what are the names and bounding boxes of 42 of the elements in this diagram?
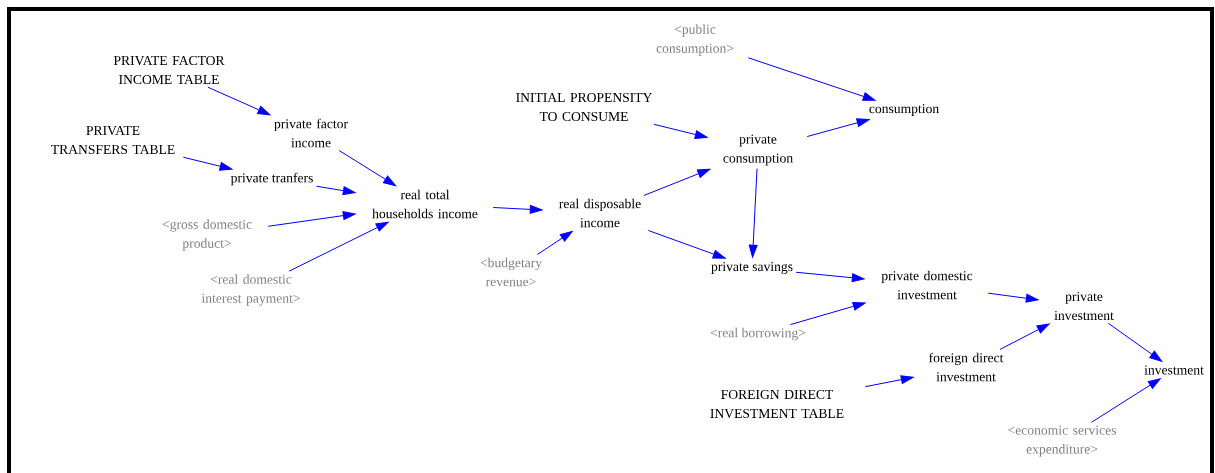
shadow-variable-label: <economic services expenditure> (1008, 425, 1116, 457)
variable-label: PRIVATE TRANSFERS TABLE (51, 125, 175, 155)
arrow (653, 123, 708, 139)
variable-label: private savings (711, 262, 793, 274)
arrow (748, 168, 758, 258)
variable-label: foreign direct investment (929, 352, 1004, 382)
arrow (492, 204, 543, 214)
arrow (288, 221, 389, 272)
arrow (999, 323, 1050, 350)
arrow (182, 156, 233, 171)
variable-label: private consumption (723, 134, 793, 166)
variable-label: real total households income (372, 189, 478, 219)
arrow (267, 211, 356, 227)
variable-label: INITIAL PROPENSITY TO CONSUME (516, 92, 652, 122)
shadow-variable-label: <real domestic interest payment> (201, 274, 300, 306)
arrow (1090, 378, 1161, 423)
arrow (747, 57, 876, 101)
variable-label: PRIVATE FACTOR INCOME TABLE (113, 55, 225, 85)
arrow (795, 271, 865, 283)
arrow (338, 150, 397, 187)
arrow (643, 168, 711, 196)
shadow-variable-label: <budgetary revenue> (480, 257, 542, 287)
arrow (316, 185, 356, 196)
variable-label: investment (1144, 365, 1204, 375)
arrow (536, 230, 573, 255)
arrow (864, 375, 914, 388)
arrow (987, 292, 1039, 303)
variable-label: real disposable income (559, 198, 641, 228)
shadow-variable-label: <public consumption> (656, 24, 734, 56)
shadow-variable-label: <real borrowing> (710, 327, 806, 341)
variable-label: consumption (869, 104, 939, 116)
variable-label: private tranfers (230, 172, 313, 186)
arrow (207, 86, 271, 116)
variable-label: private factor income (274, 118, 348, 148)
variable-label: private investment (1054, 291, 1114, 321)
arrow (647, 229, 726, 259)
arrow (1107, 322, 1163, 362)
shadow-variable-label: <gross domestic product> (162, 219, 252, 251)
variable-label: FOREIGN DIRECT INVESTMENT TABLE (710, 389, 844, 419)
variable-label: private domestic investment (881, 270, 973, 300)
arrow (806, 118, 870, 138)
arrow (789, 301, 866, 326)
